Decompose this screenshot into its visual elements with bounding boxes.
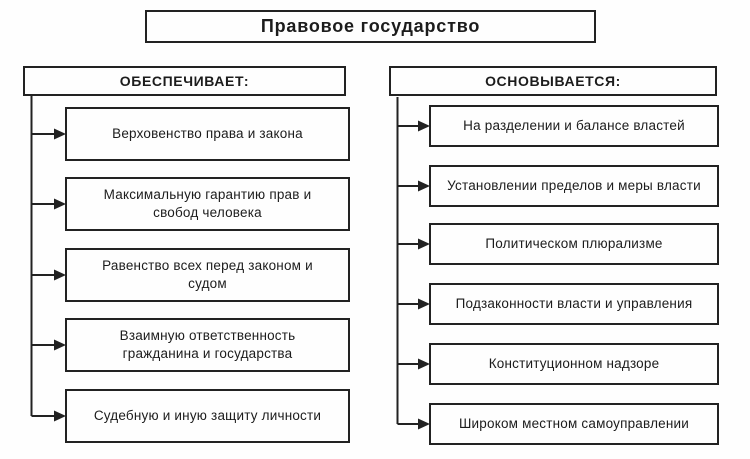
right-item-1-text: На разделении и балансе властей — [463, 118, 685, 134]
left-item-1-text: Верховенство права и закона — [112, 126, 303, 142]
left-item-box-2: Максимальную гарантию прав и свобод чело… — [65, 177, 350, 231]
left-item-5-text: Судебную и иную защиту личности — [93, 408, 322, 424]
left-item-3-text: Равенство всех перед законом и судом — [102, 258, 313, 291]
arrowhead-icon — [54, 120, 430, 430]
left-item-2-text: Максимальную гарантию прав и свобод чело… — [103, 187, 312, 220]
column-header-ensures-label: ОБЕСПЕЧИВАЕТ: — [119, 72, 250, 89]
column-header-based-on: ОСНОВЫВАЕТСЯ: — [389, 66, 717, 96]
left-item-box-5: Судебную и иную защиту личности — [65, 389, 350, 443]
right-item-6-text: Широком местном самоуправлении — [458, 416, 689, 432]
left-item-4-text: Взаимную ответственность гражданина и го… — [119, 328, 296, 361]
right-item-box-3: Политическом плюрализме — [429, 223, 719, 265]
right-item-box-6: Широком местном самоуправлении — [429, 403, 719, 445]
right-item-5-text: Конституционном надзоре — [488, 356, 660, 372]
right-item-box-1: На разделении и балансе властей — [429, 105, 719, 147]
left-item-box-4: Взаимную ответственность гражданина и го… — [65, 318, 350, 372]
column-header-ensures: ОБЕСПЕЧИВАЕТ: — [23, 66, 346, 96]
right-item-2-text: Установлении пределов и меры власти — [447, 178, 701, 194]
left-item-box-3: Равенство всех перед законом и судом — [65, 248, 350, 302]
right-item-4-text: Подзаконности власти и управления — [455, 296, 693, 312]
right-item-box-5: Конституционном надзоре — [429, 343, 719, 385]
title-text: Правовое государство — [260, 15, 481, 36]
left-item-box-1: Верховенство права и закона — [65, 107, 350, 161]
right-item-box-2: Установлении пределов и меры власти — [429, 165, 719, 207]
right-item-3-text: Политическом плюрализме — [485, 236, 663, 252]
right-item-box-4: Подзаконности власти и управления — [429, 283, 719, 325]
column-header-based-on-label: ОСНОВЫВАЕТСЯ: — [485, 72, 621, 89]
title-box: Правовое государство — [145, 10, 596, 43]
